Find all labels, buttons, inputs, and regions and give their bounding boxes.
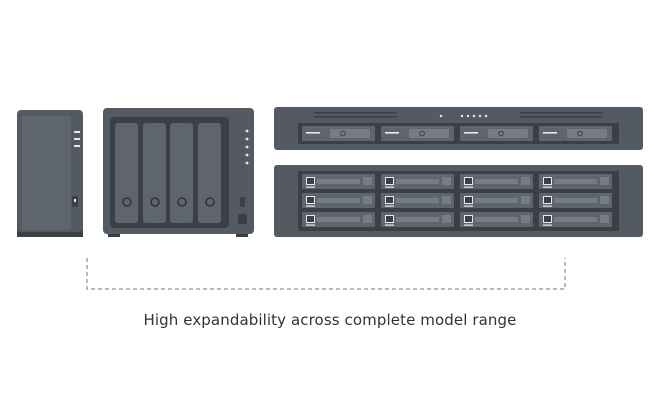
device-1-bay-nas	[17, 110, 83, 237]
drive-tray	[539, 126, 612, 141]
drive-tray	[460, 193, 533, 208]
drive-tray	[460, 174, 533, 189]
drive-tray	[302, 193, 375, 208]
drive-tray	[539, 193, 612, 208]
drive-tray	[302, 174, 375, 189]
status-led-icon	[245, 145, 249, 149]
device-4-bay-nas	[103, 108, 254, 237]
status-led-icon	[74, 138, 80, 140]
status-led-icon	[245, 153, 249, 157]
drive-tray	[381, 126, 454, 141]
power-button-icon	[238, 214, 247, 224]
drive-tray	[381, 212, 454, 227]
status-led-icon	[245, 161, 249, 165]
device-1u-rackmount	[274, 107, 643, 150]
drive-tray	[539, 174, 612, 189]
drive-tray	[460, 126, 533, 141]
drive-tray	[170, 123, 193, 223]
usb-port-icon	[240, 197, 245, 207]
drive-tray	[198, 123, 221, 223]
drive-tray	[460, 212, 533, 227]
drive-tray	[143, 123, 166, 223]
drive-tray	[302, 126, 375, 141]
drive-tray	[115, 123, 138, 223]
status-led-icon	[245, 137, 249, 141]
status-led-icon	[74, 131, 80, 133]
drive-tray	[381, 174, 454, 189]
range-caption: High expandability across complete model…	[143, 311, 517, 329]
drive-tray	[539, 212, 612, 227]
status-led-icon	[245, 129, 249, 133]
device-2u-rackmount	[274, 165, 643, 237]
drive-tray	[381, 193, 454, 208]
range-bracket	[86, 258, 566, 290]
status-led-icon	[74, 145, 80, 147]
drive-tray	[302, 212, 375, 227]
